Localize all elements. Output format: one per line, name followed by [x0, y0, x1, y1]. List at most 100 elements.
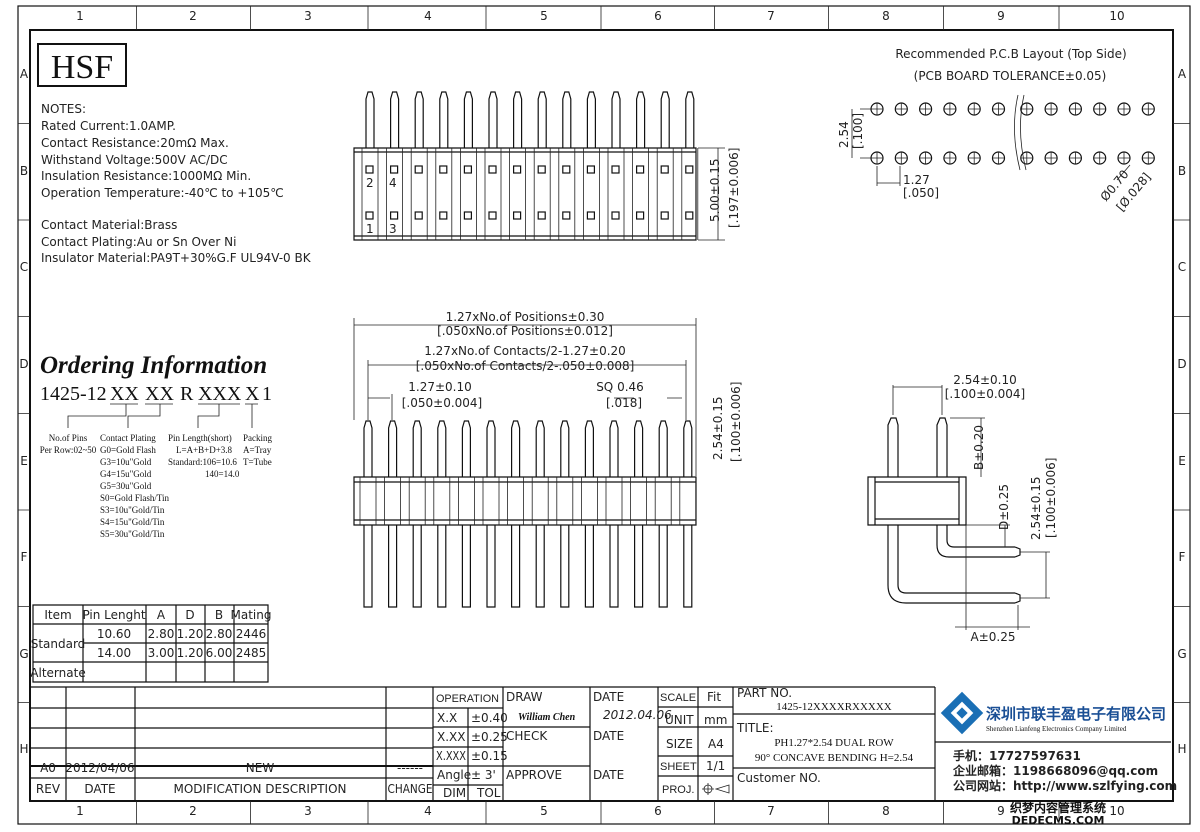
pin: [461, 420, 471, 608]
ordering-legend-plating: S0=Gold Flash/Tin: [100, 493, 170, 503]
operation-label: OPERATION: [436, 693, 499, 705]
title-line-1: PH1.27*2.54 DUAL ROW: [774, 737, 894, 749]
contact-slot: [365, 165, 374, 174]
column-marker: 9: [997, 804, 1005, 818]
row-marker: E: [1178, 454, 1186, 468]
contact-slot: [512, 211, 522, 220]
pin: [439, 91, 449, 148]
watermark-en: DEDECMS.COM: [1012, 814, 1105, 827]
ordering-legend-length: L=A+B+D+3.8: [176, 445, 233, 455]
table-cell: 1.20: [177, 627, 204, 641]
rev-change: ------: [397, 761, 423, 775]
side-a: A±0.25: [971, 630, 1016, 644]
contact-slot: [390, 165, 399, 174]
draw-label: DRAW: [506, 690, 543, 704]
drawer-name: William Chen: [518, 712, 576, 723]
contact-slot: [685, 165, 694, 174]
pin: [414, 91, 424, 148]
title-label: TITLE:: [736, 721, 774, 735]
ordering-legend-plating: S3=10u"Gold/Tin: [100, 505, 165, 515]
dim-square-inch: [.018]: [606, 396, 642, 410]
column-marker: 7: [767, 9, 775, 23]
pin-label: 2: [366, 176, 374, 190]
sheet-value: 1/1: [706, 759, 725, 773]
column-marker: 8: [882, 9, 890, 23]
tol-dim: X.X: [437, 711, 457, 725]
code-length: XXX: [198, 383, 242, 405]
pcb-pitch-inch: [.050]: [903, 186, 939, 200]
column-marker: 1: [76, 804, 84, 818]
inner-frame: [29, 29, 1174, 802]
code-prefix: 1425-12: [40, 383, 107, 405]
pcb-dim-lines: [851, 108, 1131, 186]
contact-slot: [586, 211, 596, 220]
pin: [390, 91, 400, 148]
scale-value: Fit: [707, 690, 721, 704]
pcb-subtitle: (PCB BOARD TOLERANCE±0.05): [914, 69, 1107, 83]
contact-slot: [537, 165, 546, 174]
company-website: 公司网站：http://www.szlfying.com: [953, 778, 1177, 793]
note-line: Operation Temperature:-40℃ to +105℃: [41, 186, 284, 200]
row-marker: C: [20, 260, 28, 274]
tol-value: ± 3': [471, 768, 496, 782]
th-d: D: [185, 608, 194, 622]
row-marker: F: [1179, 550, 1186, 564]
note-line: Withstand Voltage:500V AC/DC: [41, 153, 228, 167]
pcb-hole-pattern: [870, 94, 1155, 171]
side-view: 2.54±0.10 [.100±0.004] B±0.20 D±0.25 2.5…: [867, 373, 1058, 644]
title-line-2: 90° CONCAVE BENDING H=2.54: [755, 752, 914, 764]
company-logo-icon: [940, 691, 984, 735]
pin: [611, 91, 621, 148]
note-line: Contact Material:Brass: [41, 218, 177, 232]
rev-date: 2012/04/06: [65, 761, 134, 775]
part-no: 1425-12XXXXRXXXXX: [776, 701, 892, 713]
column-marker: 3: [304, 9, 312, 23]
pin: [363, 420, 373, 608]
side-h-inch: [.100±0.006]: [1044, 458, 1058, 539]
company-phone: 手机：17727597631: [953, 748, 1081, 763]
side-width: 2.54±0.10: [953, 373, 1017, 387]
company-name-cn: 深圳市联丰盈电子有限公司: [986, 705, 1166, 723]
row-marker: G: [1177, 647, 1186, 661]
column-marker: 9: [997, 9, 1005, 23]
row-marker: A: [1178, 67, 1187, 81]
pin: [537, 91, 547, 148]
row-marker: B: [20, 164, 28, 178]
contact-slot: [635, 165, 645, 174]
contact-slot: [439, 165, 448, 174]
pin: [535, 420, 545, 608]
tol-dim: X.XXX: [436, 749, 466, 763]
pin-label: 4: [389, 176, 397, 190]
change-header: CHANGE: [388, 782, 433, 796]
th-b: B: [215, 608, 223, 622]
table-cell: 2.80: [148, 627, 175, 641]
dim-height-inch: [.100±0.006]: [729, 382, 743, 463]
contact-slot: [562, 165, 571, 174]
pin: [683, 420, 693, 608]
contact-slot: [512, 165, 522, 174]
note-line: Insulation Resistance:1000MΩ Min.: [41, 169, 251, 183]
dim-contacts: 1.27xNo.of Contacts/2-1.27±0.20: [424, 344, 626, 358]
pin-length-table: Item Pin Lenght A D B Mating Standard Al…: [30, 604, 271, 683]
th-item: Item: [44, 608, 71, 622]
column-marker: 1: [76, 9, 84, 23]
ordering-code: 1425-12 XX XX R XXX X 1: [40, 383, 272, 405]
column-marker: 7: [767, 804, 775, 818]
ordering-legend-plating: G4=15u"Gold: [100, 469, 152, 479]
unit-label: UNIT: [665, 713, 694, 727]
size-label: SIZE: [666, 737, 693, 751]
contact-slot: [660, 165, 669, 174]
ordering-title: Ordering Information: [40, 352, 267, 379]
height-dim: 5.00±0.15: [708, 159, 722, 223]
pin: [660, 91, 670, 148]
column-marker: 3: [304, 804, 312, 818]
ordering-legend-plating: G3=10u"Gold: [100, 457, 152, 467]
table-cell: 1.20: [177, 646, 204, 660]
column-marker: 8: [882, 804, 890, 818]
pin: [463, 91, 473, 148]
ordering-legend-pins: Per Row:02~50: [40, 445, 97, 455]
notes: NOTES: Rated Current:1.0AMP. Contact Res…: [41, 102, 312, 265]
pin: [488, 91, 498, 148]
side-width-inch: [.100±0.004]: [945, 387, 1026, 401]
